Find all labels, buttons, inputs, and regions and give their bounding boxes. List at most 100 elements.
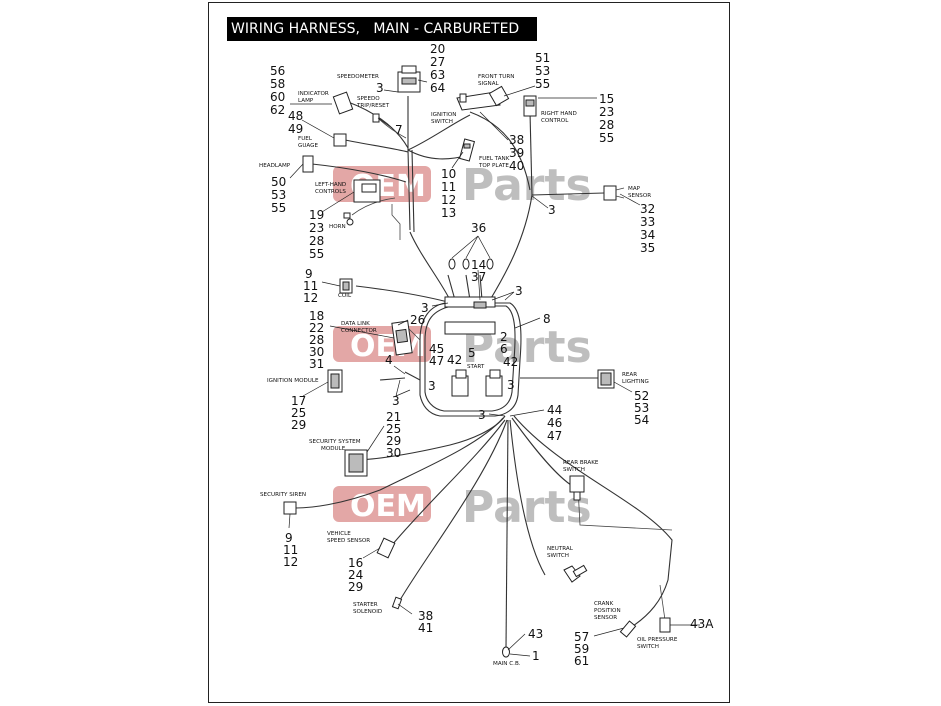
part-number: 14 (471, 258, 486, 272)
part-number: 28 (309, 333, 324, 347)
label-coil: COIL (338, 293, 352, 299)
map-sensor-connector (603, 185, 625, 201)
part-number: 42 (503, 355, 518, 369)
crank-position-sensor-connector (619, 620, 637, 638)
part-number: 55 (599, 131, 614, 145)
part-number: 58 (270, 77, 285, 91)
part-number: 44 (547, 403, 562, 417)
harness-ring (379, 296, 598, 417)
part-number: 33 (640, 215, 655, 229)
part-number: 39 (509, 146, 524, 160)
part-number: 5 (468, 346, 476, 360)
part-number: 34 (640, 228, 655, 242)
part-number: 26 (410, 313, 425, 327)
part-number: 8 (543, 312, 551, 326)
part-number: 43A (690, 617, 714, 631)
part-number: 29 (348, 580, 363, 594)
fuse-block (444, 321, 496, 335)
part-number: 41 (418, 621, 433, 635)
part-number: 16 (348, 556, 363, 570)
part-number: 53 (634, 401, 649, 415)
rear-lighting-connector (597, 369, 615, 389)
label-fuel-gauge: GUAGE (298, 143, 318, 149)
part-number: 19 (309, 208, 324, 222)
part-number: 20 (430, 42, 445, 56)
part-number: 45 (429, 342, 444, 356)
part-number: 57 (574, 630, 589, 644)
label-neutral-switch: NEUTRAL (547, 546, 574, 552)
part-number: 24 (348, 568, 363, 582)
part-number: 29 (386, 434, 401, 448)
component-labels: SPEEDOMETER FRONT TURN SIGNAL INDICATOR … (259, 74, 678, 667)
part-number: 29 (291, 418, 306, 432)
label-vehicle-speed-sensor: VEHICLE (327, 531, 351, 537)
label-neutral-switch: SWITCH (547, 553, 569, 559)
part-number: 22 (309, 321, 324, 335)
label-indicator-lamp: INDICATOR (298, 91, 329, 97)
part-number: 53 (271, 188, 286, 202)
watermark-oem: OEM (350, 329, 426, 364)
part-number: 1 (532, 649, 540, 663)
part-number: 3 (515, 284, 523, 298)
part-number: 32 (640, 202, 655, 216)
label-crank-position-sensor: CRANK (594, 601, 614, 607)
part-number: 11 (283, 543, 298, 557)
data-link-connector (391, 320, 413, 356)
part-number: 23 (599, 105, 614, 119)
part-number: 31 (309, 357, 324, 371)
ignition-module-connector (327, 369, 343, 393)
label-fuel-tank-top-plate: FUEL TANK (479, 156, 510, 162)
rear-brake-switch (569, 475, 585, 501)
label-oil-pressure-switch: OIL PRESSURE (637, 637, 678, 643)
diagram-title: WIRING HARNESS, MAIN - CARBURETED (227, 17, 537, 41)
left-hand-controls-connector (353, 179, 381, 203)
part-number: 21 (386, 410, 401, 424)
label-rear-brake-switch: SWITCH (563, 467, 585, 473)
label-front-turn-signal: FRONT TURN (478, 74, 514, 80)
part-number: 53 (535, 64, 550, 78)
harness-lower (295, 415, 673, 649)
part-number: 28 (309, 234, 324, 248)
label-speedo-trip: TRIP/RESET (356, 103, 390, 109)
part-number: 3 (507, 378, 515, 392)
label-data-link-connector: DATA LINK (341, 321, 370, 327)
front-turn-signal-connector (456, 85, 510, 111)
label-horn: HORN (329, 224, 346, 230)
part-number: 62 (270, 103, 285, 117)
label-map-sensor: SENSOR (628, 193, 651, 199)
label-rear-lighting: LIGHTING (622, 379, 649, 385)
part-number: 9 (305, 267, 313, 281)
part-number: 12 (283, 555, 298, 569)
part-numbers: 20 27 63 64 3 51 53 55 56 58 60 62 15 23… (270, 42, 714, 668)
watermark-parts: Parts (462, 160, 592, 211)
relay-left (451, 369, 469, 397)
label-ignition-module: IGNITION MODULE (267, 378, 319, 384)
label-rear-lighting: REAR (622, 372, 637, 378)
label-fuel-tank-top-plate: TOP PLATE (478, 163, 509, 169)
part-number: 3 (376, 81, 384, 95)
label-map-sensor: MAP (628, 186, 641, 192)
label-speedo-trip: SPEEDO (357, 96, 380, 102)
part-number: 52 (634, 389, 649, 403)
vehicle-speed-sensor-connector (376, 537, 396, 559)
part-number: 3 (428, 379, 436, 393)
label-security-siren: SECURITY SIREN (260, 492, 306, 498)
label-headlamp: HEADLAMP (259, 163, 291, 169)
part-number: 35 (640, 241, 655, 255)
speedo-trip-connector (372, 113, 380, 123)
part-number: 42 (447, 353, 462, 367)
right-hand-control-connector (523, 95, 537, 117)
part-number: 55 (309, 247, 324, 261)
part-number: 47 (547, 429, 562, 443)
part-number: 63 (430, 68, 445, 82)
part-number: 3 (392, 394, 400, 408)
label-left-hand-controls: LEFT-HAND (315, 182, 346, 188)
fuel-gauge-connector (333, 133, 347, 147)
ground-ring-terminals (448, 258, 494, 270)
part-number: 11 (441, 180, 456, 194)
neutral-switch-connector (563, 564, 588, 583)
label-starter-solenoid: SOLENOID (353, 609, 382, 615)
part-number: 43 (528, 627, 543, 641)
part-number: 60 (270, 90, 285, 104)
